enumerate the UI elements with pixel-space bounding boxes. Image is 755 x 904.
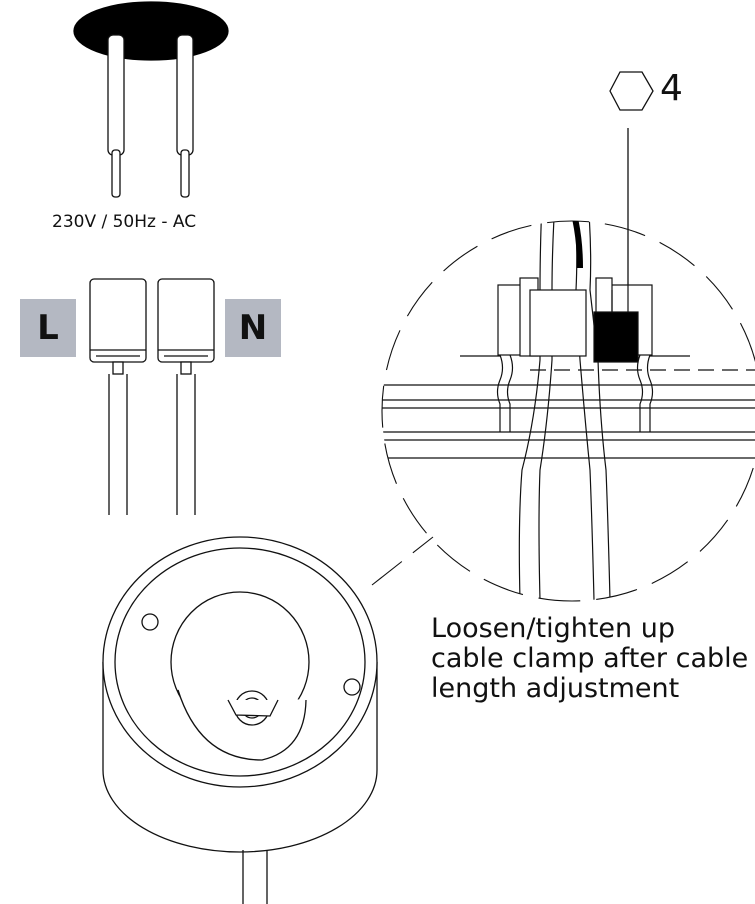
terminal-blocks — [89, 278, 215, 515]
hex-key-size: 4 — [660, 68, 683, 109]
zoom-leader-line — [371, 536, 434, 586]
cable-clamp-detail — [382, 221, 755, 601]
instruction-line-1: Loosen/tighten up — [431, 613, 675, 644]
ceiling-outlet — [73, 1, 229, 61]
supply-wire-left — [107, 34, 125, 156]
hex-key-icon — [609, 71, 654, 285]
supply-wire-right — [176, 34, 194, 156]
mains-supply — [73, 1, 229, 198]
clamp-screw — [593, 311, 639, 363]
luminaire-housing — [102, 536, 378, 904]
instruction-line-2: cable clamp after cable — [431, 643, 749, 674]
detail-zoom-circle — [381, 220, 755, 602]
voltage-label: 230V / 50Hz - AC — [52, 212, 197, 232]
neutral-wire-tag: N — [225, 299, 281, 357]
instruction-line-3: length adjustment — [431, 673, 680, 704]
instruction-text: Loosen/tighten up cable clamp after cabl… — [431, 614, 748, 704]
live-wire-tag: L — [20, 299, 76, 357]
